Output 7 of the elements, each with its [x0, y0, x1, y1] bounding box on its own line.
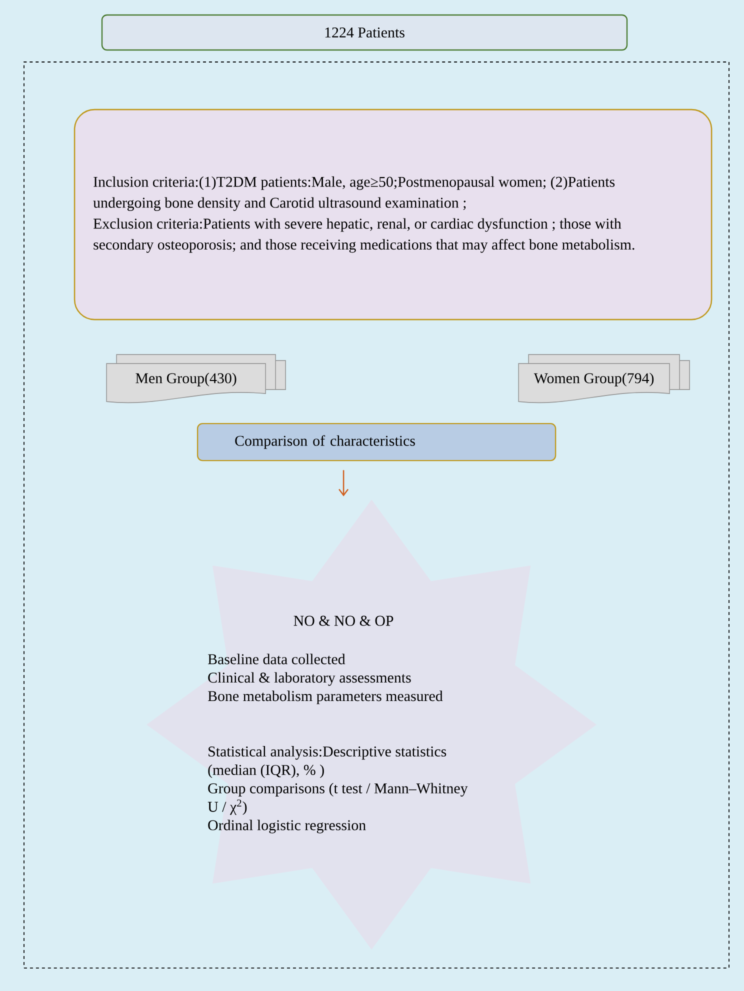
group-document: Women Group(794) — [518, 354, 690, 404]
dashed-frame — [24, 62, 730, 968]
criteria-box: Inclusion criteria:(1)T2DM patients:Male, age≥50;Postmenopausal women; (2)Patients undergoing bone density and Carotid ultrasound examination ; Exclusion criteria:Patients with severe hepatic, renal, or cardiac dysfunction ; those with secondary osteoporosis; and those receiving medications that may affect bone metabolism. — [74, 108, 712, 320]
arrow — [338, 470, 349, 496]
group-document: Men Group(430) — [106, 354, 286, 404]
comparison-box: Comparison of characteristics — [196, 422, 556, 462]
patients-box: 1224 Patients — [101, 14, 628, 51]
